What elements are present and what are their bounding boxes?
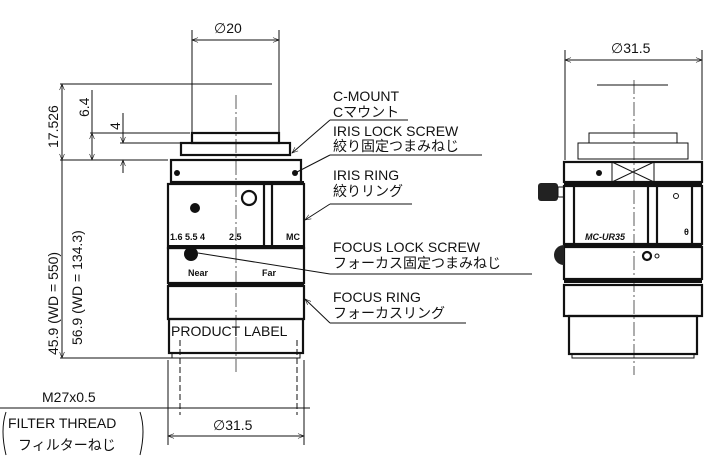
callout-focus-ring: FOCUS RING フォーカスリング — [304, 289, 466, 324]
length-wd134-label: 56.9 (WD = 134.3) — [69, 230, 85, 345]
callout-iris-ring: IRIS RING 絞りリング — [304, 167, 412, 221]
iris-scale-2: 2.5 — [229, 232, 242, 242]
callout-label: FOCUS RING — [333, 289, 421, 305]
svg-text:θ: θ — [684, 227, 689, 237]
callout-label: IRIS RING — [333, 167, 399, 183]
iris-lock-screw-icon — [174, 170, 180, 176]
height-6-4-label: 6.4 — [76, 97, 92, 117]
callout-c-mount: C-MOUNT Cマウント — [291, 88, 408, 154]
callout-label: IRIS LOCK SCREW — [333, 123, 459, 139]
callout-label: C-MOUNT — [333, 88, 400, 104]
height-total-label: 17.526 — [45, 105, 61, 148]
callout-label-ja: Cマウント — [333, 104, 399, 120]
callout-label-ja: フォーカス固定つまみねじ — [333, 255, 501, 271]
brand-mark: MC — [286, 232, 300, 242]
callout-label-ja: 絞りリング — [333, 183, 403, 199]
side-diameter-label: ∅31.5 — [611, 40, 651, 56]
product-label: PRODUCT LABEL — [171, 323, 288, 339]
filter-thread-label: FILTER THREAD — [8, 415, 116, 431]
callout-label: FOCUS LOCK SCREW — [333, 239, 481, 255]
callout-focus-lock-screw: FOCUS LOCK SCREW フォーカス固定つまみねじ — [197, 239, 532, 275]
front-view-lens: 1.6 5.5 4 2.5 MC Near Far PRODUCT LABEL — [166, 83, 306, 415]
iris-lock-knob-icon — [538, 183, 558, 201]
far-label: Far — [262, 268, 277, 278]
side-view-lens: ∅31.5 MC-UR35 θ — [538, 40, 704, 375]
callout-iris-lock-screw: IRIS LOCK SCREW 絞り固定つまみねじ — [296, 123, 482, 173]
callout-label-ja: 絞り固定つまみねじ — [333, 138, 459, 154]
bottom-diameter-label: ∅31.5 — [213, 417, 253, 433]
height-4-label: 4 — [107, 122, 123, 130]
filter-thread-label-ja: フィルターねじ — [18, 437, 116, 453]
top-diameter-label: ∅20 — [214, 20, 242, 36]
focus-lock-screw-icon — [184, 247, 198, 261]
dimensions: ∅20 17.526 6.4 4 45.9 (WD = 550) 56.9 (W… — [0, 20, 310, 456]
length-wd550-label: 45.9 (WD = 550) — [45, 252, 61, 355]
near-label: Near — [188, 268, 209, 278]
callout-label-ja: フォーカスリング — [333, 305, 445, 321]
filter-thread-spec: M27x0.5 — [42, 389, 96, 405]
model-label: MC-UR35 — [585, 232, 626, 242]
callouts: C-MOUNT Cマウント IRIS LOCK SCREW 絞り固定つまみねじ … — [197, 88, 532, 324]
iris-scale: 1.6 5.5 4 — [170, 232, 205, 242]
